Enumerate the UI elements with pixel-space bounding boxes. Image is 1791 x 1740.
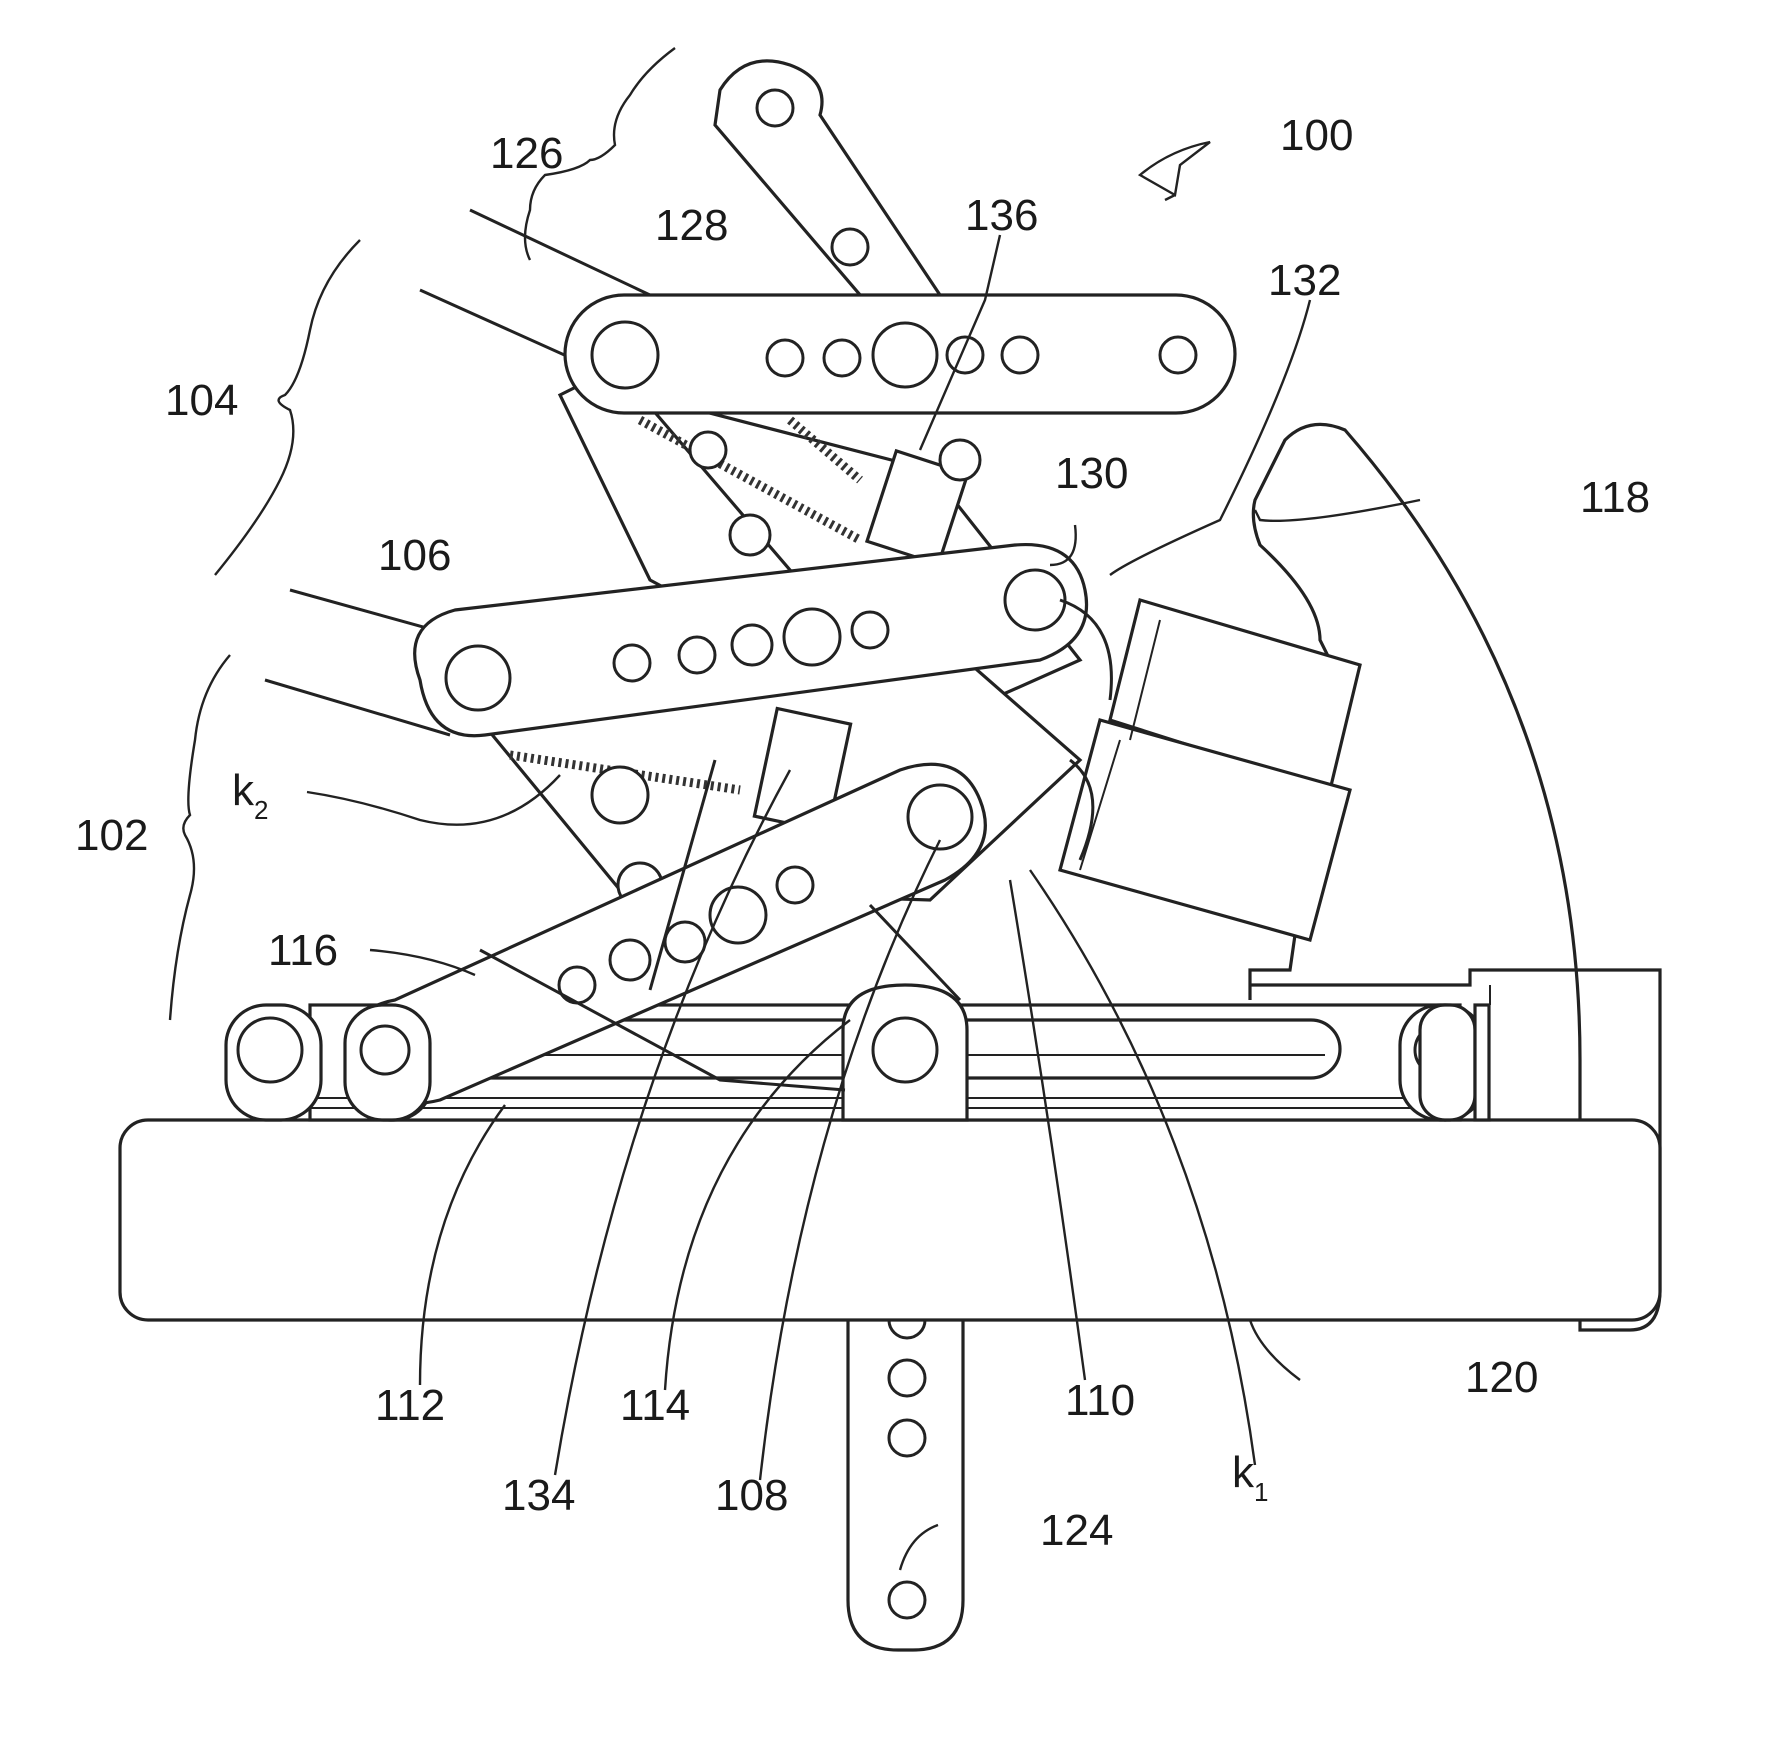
label-104: 104 (165, 376, 238, 425)
label-108: 108 (715, 1471, 788, 1520)
label-112: 112 (375, 1381, 445, 1430)
label-120: 120 (1465, 1353, 1538, 1402)
label-134: 134 (502, 1471, 575, 1520)
label-124: 124 (1040, 1506, 1113, 1555)
label-118: 118 (1580, 473, 1650, 522)
label-132: 132 (1268, 256, 1341, 305)
label-k1: k1 (1232, 1448, 1268, 1507)
label-110: 110 (1065, 1376, 1135, 1425)
base-120 (120, 1120, 1660, 1320)
label-116: 116 (268, 926, 338, 975)
label-k2: k2 (232, 766, 268, 825)
label-100: 100 (1280, 111, 1353, 160)
label-128: 128 (655, 201, 728, 250)
label-130: 130 (1055, 449, 1128, 498)
label-136: 136 (965, 191, 1038, 240)
label-106: 106 (378, 531, 451, 580)
label-126: 126 (490, 129, 563, 178)
label-102: 102 (75, 811, 148, 860)
link-128 (565, 295, 1235, 413)
strip-124 (848, 1300, 963, 1650)
label-114: 114 (620, 1381, 690, 1430)
actuator-132 (1060, 600, 1360, 940)
arm-126 (715, 61, 950, 330)
